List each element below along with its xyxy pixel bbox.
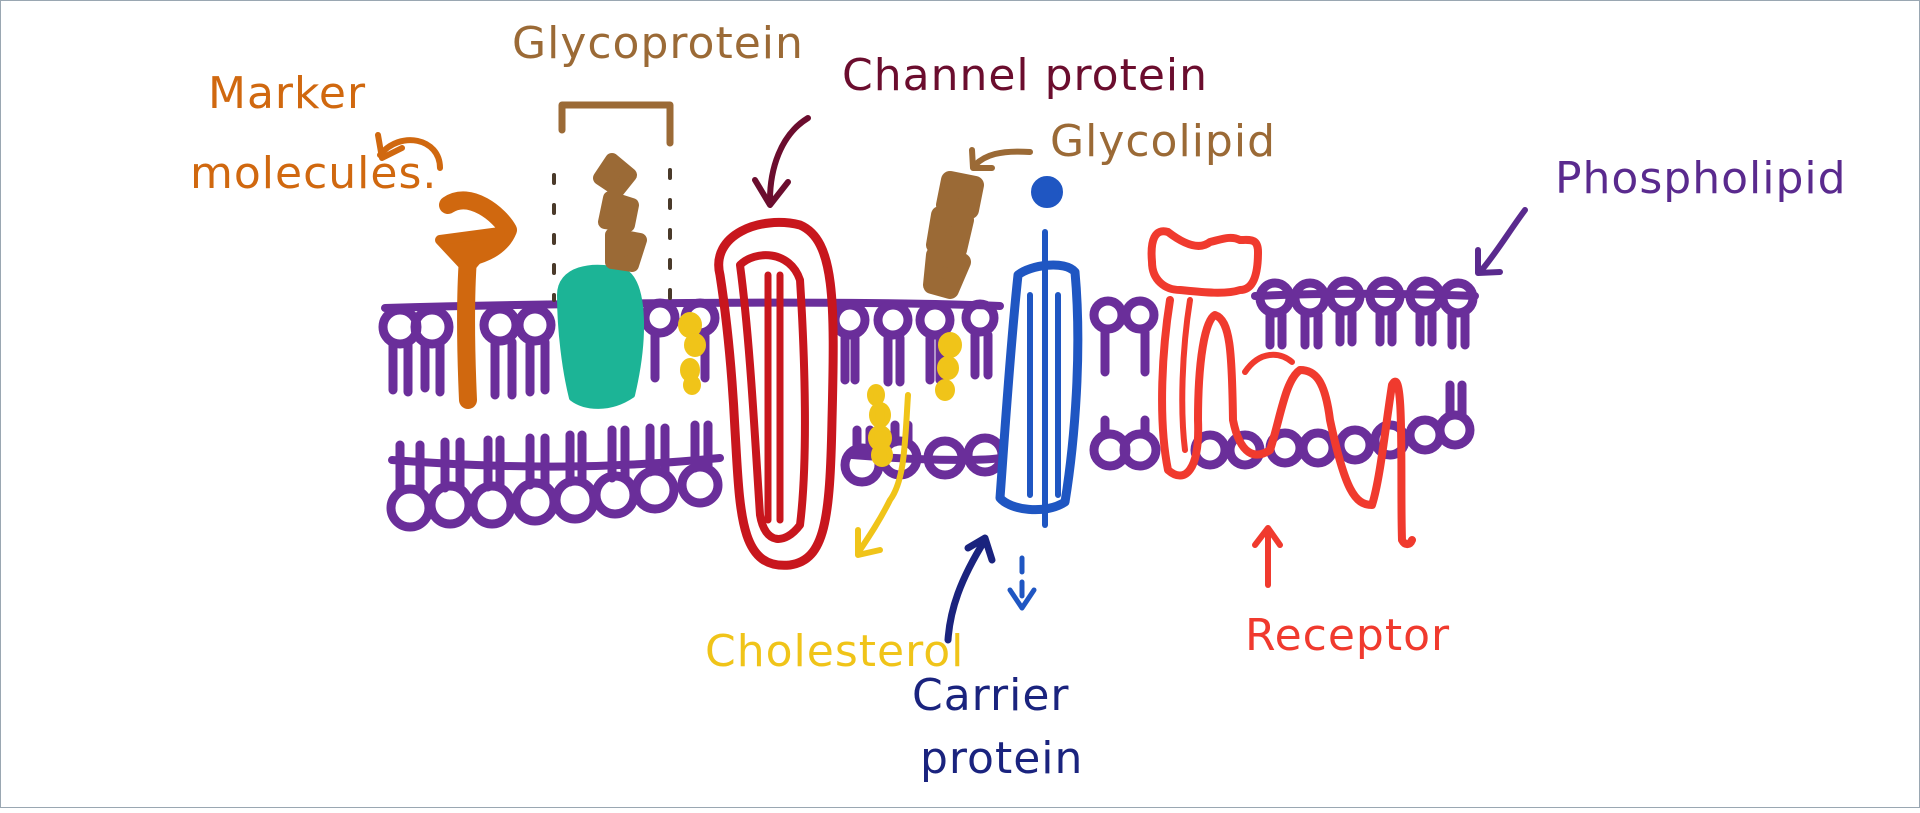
label-marker-molecules-line2: molecules. bbox=[190, 148, 438, 199]
label-glycoprotein: Glycoprotein bbox=[512, 18, 804, 69]
carrier-protein bbox=[995, 176, 1083, 528]
phospholipid-arrow bbox=[1477, 207, 1528, 275]
glycolipid bbox=[923, 171, 984, 299]
label-marker-molecules-line1: Marker bbox=[208, 68, 367, 119]
carrier-arrow bbox=[944, 536, 989, 644]
label-glycolipid: Glycolipid bbox=[1050, 116, 1277, 167]
glycolipid-arrow bbox=[972, 148, 1033, 168]
label-channel-protein: Channel protein bbox=[842, 50, 1209, 101]
label-receptor: Receptor bbox=[1245, 610, 1451, 661]
label-phospholipid: Phospholipid bbox=[1555, 153, 1847, 204]
channel-protein bbox=[714, 217, 838, 570]
channel-arrow bbox=[767, 115, 811, 203]
upper-leaflet bbox=[378, 276, 1479, 400]
receptor-protein bbox=[1147, 227, 1416, 549]
label-carrier-protein-line2: protein bbox=[920, 733, 1084, 784]
glycoprotein bbox=[552, 101, 674, 409]
marker-arrow bbox=[377, 137, 443, 171]
lower-leaflet bbox=[386, 380, 1475, 532]
label-carrier-protein-line1: Carrier bbox=[912, 670, 1070, 721]
cholesterol-molecules bbox=[678, 312, 962, 467]
label-cholesterol: Cholesterol bbox=[705, 626, 965, 677]
cholesterol-arrow bbox=[857, 392, 911, 553]
phospholipid-bilayer bbox=[378, 276, 1479, 532]
marker-molecule bbox=[435, 191, 517, 409]
label-arrows bbox=[375, 115, 1528, 644]
